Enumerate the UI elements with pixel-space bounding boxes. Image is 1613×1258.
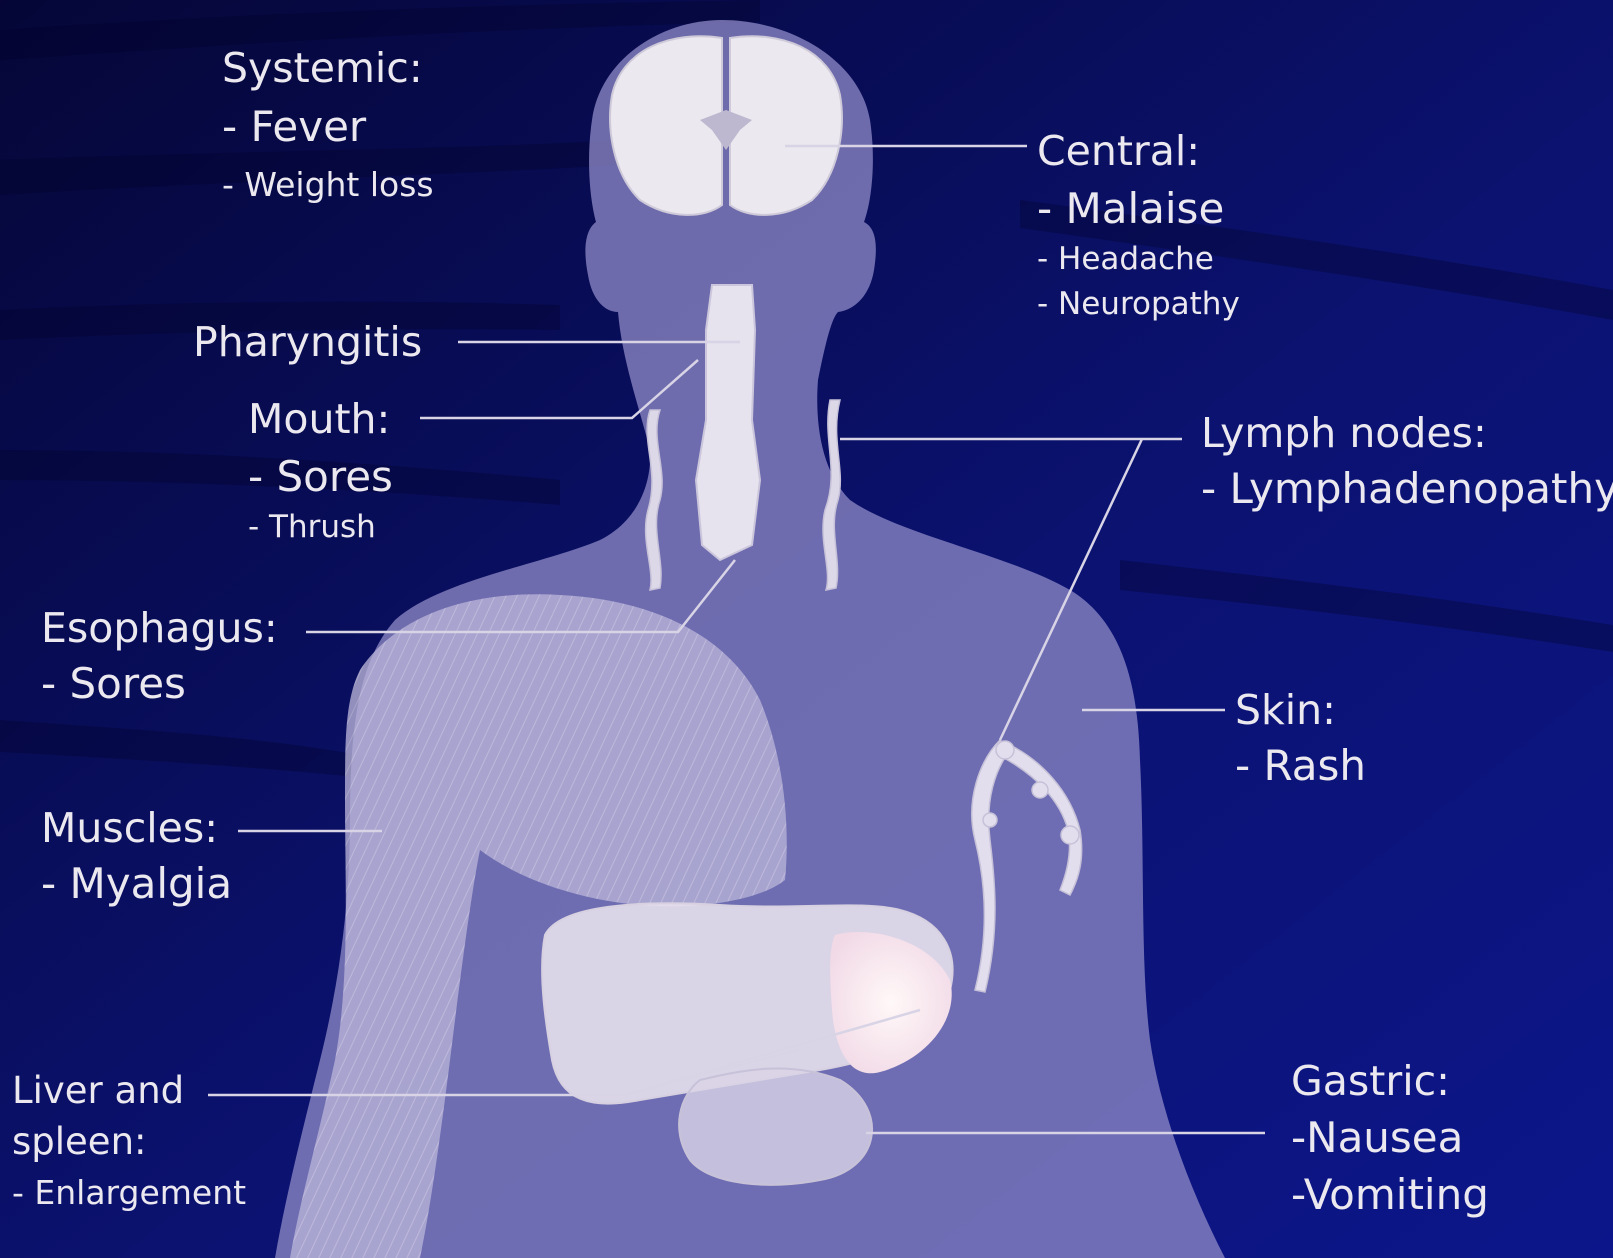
stomach-organ [679, 1068, 872, 1184]
label-esophagus: Esophagus: - Sores [41, 608, 278, 705]
lymph-item-lymphadenopathy: - Lymphadenopathy [1201, 468, 1613, 510]
liver-item-enlargement: - Enlargement [12, 1176, 246, 1209]
muscles-item-myalgia: - Myalgia [41, 863, 232, 905]
liver-title-line1: Liver and [12, 1072, 246, 1109]
central-item-neuropathy: - Neuropathy [1037, 289, 1240, 320]
mouth-title: Mouth: [248, 399, 393, 440]
mouth-item-thrush: - Thrush [248, 512, 393, 543]
label-pharyngitis: Pharyngitis [193, 322, 422, 363]
throat-organ [696, 285, 760, 560]
label-mouth: Mouth: - Sores - Thrush [248, 399, 393, 543]
systemic-item-weight-loss: - Weight loss [222, 168, 434, 201]
label-liver-spleen: Liver and spleen: - Enlargement [12, 1072, 246, 1209]
gastric-title: Gastric: [1291, 1061, 1489, 1102]
systemic-item-fever: - Fever [222, 106, 434, 148]
label-gastric: Gastric: -Nausea -Vomiting [1291, 1061, 1489, 1216]
label-muscles: Muscles: - Myalgia [41, 808, 232, 905]
gastric-item-vomiting: -Vomiting [1291, 1174, 1489, 1216]
liver-title-line2: spleen: [12, 1123, 246, 1160]
skin-title: Skin: [1235, 690, 1366, 731]
skin-item-rash: - Rash [1235, 745, 1366, 787]
central-item-headache: - Headache [1037, 244, 1240, 275]
label-central: Central: - Malaise - Headache - Neuropat… [1037, 131, 1240, 320]
systemic-title: Systemic: [222, 48, 434, 89]
label-systemic: Systemic: - Fever - Weight loss [222, 48, 434, 201]
label-skin: Skin: - Rash [1235, 690, 1366, 787]
gastric-item-nausea: -Nausea [1291, 1117, 1489, 1159]
pharyngitis-title: Pharyngitis [193, 322, 422, 363]
esophagus-title: Esophagus: [41, 608, 278, 649]
central-item-malaise: - Malaise [1037, 188, 1240, 230]
lymph-title: Lymph nodes: [1201, 413, 1613, 454]
label-lymph-nodes: Lymph nodes: - Lymphadenopathy [1201, 413, 1613, 510]
muscles-title: Muscles: [41, 808, 232, 849]
central-title: Central: [1037, 131, 1240, 172]
esophagus-item-sores: - Sores [41, 663, 278, 705]
mouth-item-sores: - Sores [248, 456, 393, 498]
